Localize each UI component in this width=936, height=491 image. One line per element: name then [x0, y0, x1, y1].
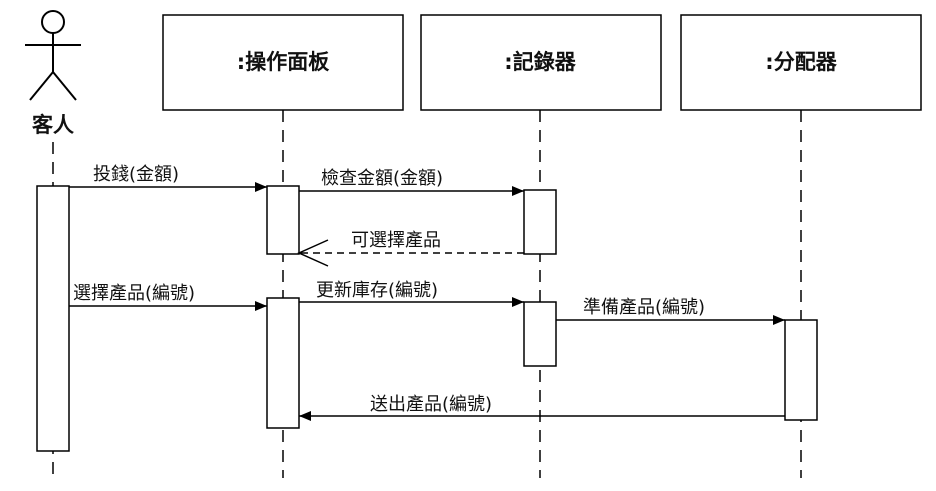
message-prepare-product: 準備產品(編號) [556, 297, 785, 325]
activation-panel-2 [266, 297, 300, 429]
message-label: 投錢(金額) [93, 164, 179, 185]
message-label: 準備產品(編號) [583, 297, 705, 318]
activations [36, 185, 818, 452]
message-label: 可選擇產品 [351, 230, 441, 251]
participant-dispenser: :分配器 [680, 14, 922, 111]
message-send-product: 送出產品(編號) [299, 394, 785, 421]
participant-box [680, 14, 922, 111]
participant-box [420, 14, 662, 111]
message-product-selectable: 可選擇產品 [297, 230, 524, 267]
message-check-amount: 檢查金額(金額) [299, 168, 524, 196]
participant-label: :記錄器 [504, 50, 576, 74]
participant-label: :分配器 [765, 50, 837, 74]
message-insert-coins: 投錢(金額) [69, 164, 267, 192]
participant-label: :操作面板 [237, 50, 330, 74]
open-arrowhead-icon [297, 239, 329, 267]
message-label: 選擇產品(編號) [73, 283, 195, 304]
actor-label: 客人 [32, 113, 74, 137]
message-label: 檢查金額(金額) [321, 168, 443, 189]
participant-box [162, 14, 404, 111]
activation-recorder-1 [523, 189, 557, 255]
participant-recorder: :記錄器 [420, 14, 662, 111]
activation-recorder-2 [523, 301, 557, 367]
message-update-stock: 更新庫存(編號) [299, 280, 524, 307]
message-label: 送出產品(編號) [370, 394, 492, 415]
activation-customer [36, 185, 70, 452]
message-select-product: 選擇產品(編號) [69, 283, 267, 311]
message-label: 更新庫存(編號) [316, 280, 438, 301]
activation-dispenser [784, 319, 818, 421]
actor-left-leg [29, 71, 54, 101]
activation-panel-1 [266, 185, 300, 255]
actor-right-leg [52, 71, 77, 101]
actor-customer: 客人 [25, 10, 81, 137]
participant-panel: :操作面板 [162, 14, 404, 111]
actor-head-icon [41, 10, 65, 34]
